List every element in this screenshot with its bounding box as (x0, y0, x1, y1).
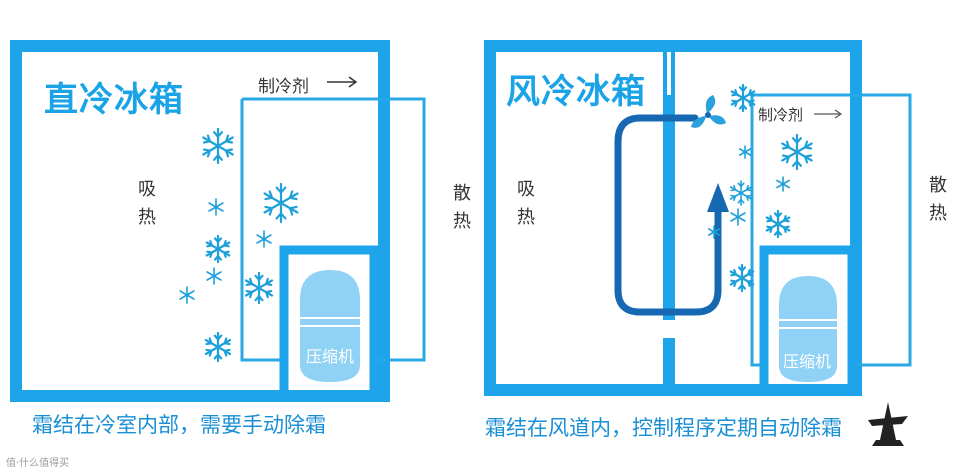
snowflake-icon (256, 230, 272, 248)
snowflake-icon (708, 225, 720, 239)
snowflake-icon (204, 331, 232, 363)
direct-cool-caption: 霜结在冷室内部，需要手动除霜 (32, 413, 326, 437)
direct-cool-title: 直冷冰箱 (44, 80, 184, 120)
snowflake-icon (776, 176, 790, 192)
absorb-heat-label: 吸热 (517, 179, 535, 228)
compressor-icon (300, 270, 360, 382)
snowflake-icon (206, 267, 222, 285)
snowflake-icon (765, 209, 791, 239)
absorb-heat-label: 吸热 (138, 179, 156, 228)
snowflake-icon (729, 180, 753, 206)
snowflake-icon (781, 133, 813, 171)
refrigerant-label: 制冷剂 (758, 106, 804, 124)
dissipate-heat-label: 散热 (929, 175, 947, 224)
direct-cool-diagram: 直冷冰箱 制冷剂 吸热 散热 压缩机 霜结在冷室内部，需要手动除霜 值·什么值得… (6, 40, 471, 469)
snowflake-icon (244, 271, 274, 305)
snowflake-icon (263, 182, 299, 224)
direct-cool-frame (10, 40, 426, 402)
snowflake-icon (739, 145, 751, 159)
compressor-label: 压缩机 (306, 347, 355, 366)
compressor-label: 压缩机 (783, 352, 832, 371)
snowflake-icon (179, 286, 195, 304)
snowflake-icon (202, 127, 234, 165)
refrigerant-label: 制冷剂 (258, 77, 309, 97)
air-cool-title: 风冷冰箱 (506, 72, 646, 112)
air-cool-caption: 霜结在风道内，控制程序定期自动除霜 (485, 416, 842, 440)
dissipate-heat-label: 散热 (453, 183, 471, 232)
snowflake-icon (179, 127, 299, 363)
snowflake-icon (730, 83, 756, 113)
snowflake-icon (205, 234, 231, 264)
snowflake-icon (729, 263, 755, 293)
watermark: 值·什么值得买 (6, 458, 70, 469)
snowflake-icon (208, 198, 224, 216)
snowflake-icon (730, 208, 746, 226)
